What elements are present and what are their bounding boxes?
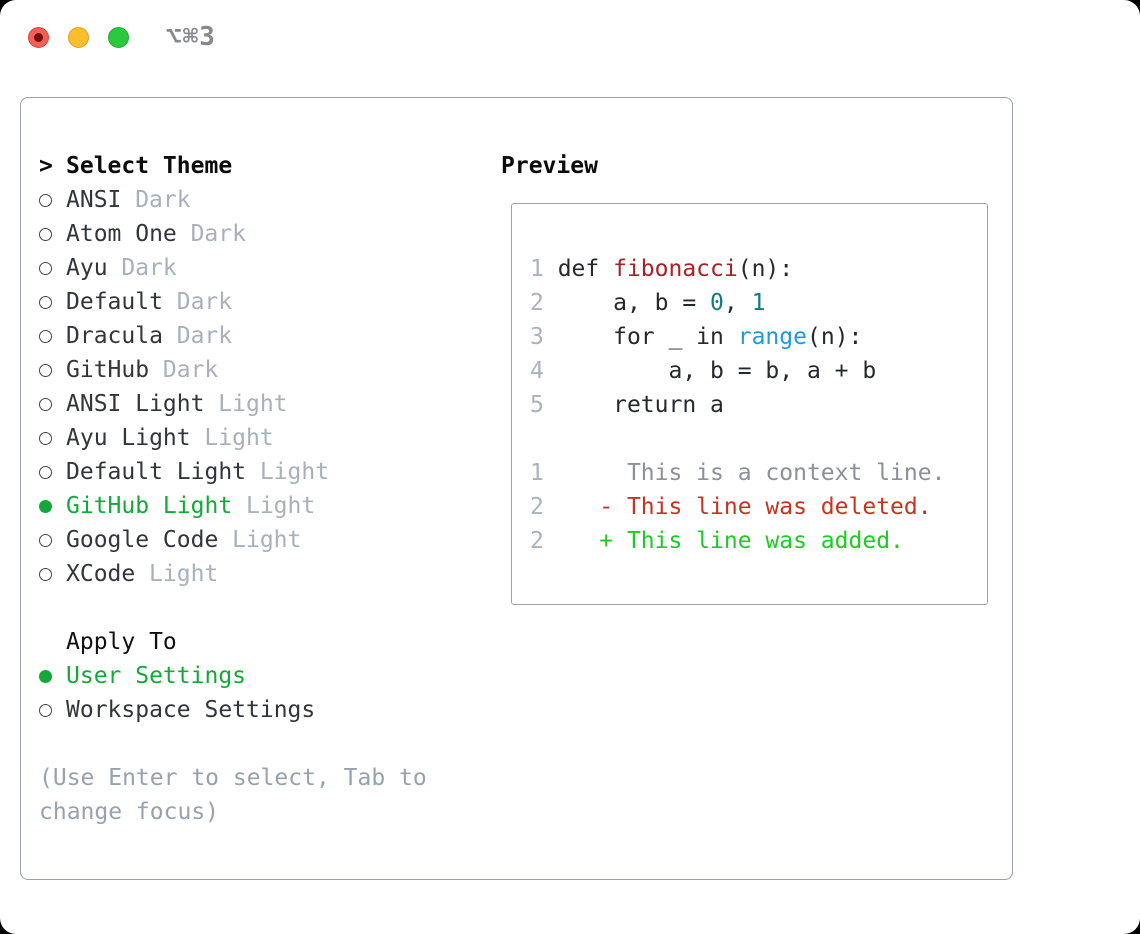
theme-item-xcode[interactable]: XCode Light <box>39 557 469 591</box>
item-variant-label: Light <box>149 561 219 587</box>
item-variant-label: Dark <box>121 255 177 281</box>
radio-icon <box>39 567 66 581</box>
unsaved-changes-dot <box>34 33 43 42</box>
code-line: 3 for _ in range(n): <box>530 324 863 350</box>
item-label: ANSI Light <box>66 391 205 417</box>
item-variant-label: Light <box>232 527 302 553</box>
item-variant-label: Light <box>245 493 316 519</box>
radio-icon <box>39 227 66 241</box>
radio-selected-icon <box>39 499 66 513</box>
select-theme-header: > Select Theme <box>39 149 469 183</box>
preview-box: 1 def fibonacci(n): 2 a, b = 0, 1 3 for _ … <box>511 203 988 605</box>
theme-item-github-light[interactable]: GitHub Light Light <box>39 489 469 523</box>
item-label: Dracula <box>66 323 163 349</box>
theme-item-github[interactable]: GitHub Dark <box>39 353 469 387</box>
item-label: Workspace Settings <box>66 697 316 723</box>
code-preview: 1 def fibonacci(n): 2 a, b = 0, 1 3 for _ … <box>530 252 987 558</box>
window-title: ⌥⌘3 <box>166 22 216 52</box>
item-variant-label: Light <box>204 425 274 451</box>
code-line: 2 + This line was added. <box>530 528 904 554</box>
item-variant-label: Dark <box>176 289 233 315</box>
code-line: 1 This is a context line. <box>530 460 946 486</box>
item-label: Google Code <box>66 527 219 553</box>
code-line: 2 a, b = 0, 1 <box>530 290 766 316</box>
item-label: GitHub <box>66 357 150 383</box>
theme-item-ayu[interactable]: Ayu Dark <box>39 251 469 285</box>
radio-icon <box>39 261 66 275</box>
radio-icon <box>39 703 66 717</box>
item-label: Atom One <box>66 221 177 247</box>
zoom-button[interactable] <box>108 27 129 48</box>
hint-text: (Use Enter to select, Tab to change focu… <box>39 765 427 825</box>
item-variant-label: Light <box>259 459 330 485</box>
select-theme-label: Select Theme <box>66 153 233 179</box>
radio-icon <box>39 193 66 207</box>
radio-icon <box>39 295 66 309</box>
radio-icon <box>39 397 66 411</box>
radio-icon <box>39 533 66 547</box>
item-label: Default Light <box>66 459 247 485</box>
item-label: ANSI <box>66 187 122 213</box>
apply-option-workspace-settings[interactable]: Workspace Settings <box>39 693 469 727</box>
item-label: User Settings <box>66 663 247 689</box>
item-variant-label: Dark <box>176 323 233 349</box>
theme-item-google-code[interactable]: Google Code Light <box>39 523 469 557</box>
theme-item-ayu-light[interactable]: Ayu Light Light <box>39 421 469 455</box>
spacer <box>39 727 469 761</box>
apply-to-header: Apply To <box>39 625 469 659</box>
item-label: Ayu Light <box>66 425 191 451</box>
theme-item-atom-one[interactable]: Atom One Dark <box>39 217 469 251</box>
radio-icon <box>39 363 66 377</box>
theme-item-default[interactable]: Default Dark <box>39 285 469 319</box>
item-variant-label: Dark <box>162 357 219 383</box>
item-variant-label: Dark <box>135 187 191 213</box>
item-label: GitHub Light <box>66 493 233 519</box>
spacer <box>39 591 469 625</box>
close-button[interactable] <box>28 27 49 48</box>
item-label: XCode <box>66 561 136 587</box>
apply-option-user-settings[interactable]: User Settings <box>39 659 469 693</box>
theme-item-dracula[interactable]: Dracula Dark <box>39 319 469 353</box>
code-line: 1 def fibonacci(n): <box>530 256 794 282</box>
minimize-button[interactable] <box>68 27 89 48</box>
code-line: 2 - This line was deleted. <box>530 494 932 520</box>
radio-icon <box>39 329 66 343</box>
item-variant-label: Light <box>218 391 288 417</box>
code-line: 4 a, b = b, a + b <box>530 358 877 384</box>
preview-title: Preview <box>501 153 598 179</box>
item-label: Default <box>66 289 163 315</box>
radio-icon <box>39 431 66 445</box>
radio-selected-icon <box>39 669 66 683</box>
code-line: 5 return a <box>530 392 724 418</box>
titlebar: ⌥⌘3 <box>0 0 1140 76</box>
item-label: Ayu <box>66 255 108 281</box>
theme-item-ansi-light[interactable]: ANSI Light Light <box>39 387 469 421</box>
theme-item-ansi[interactable]: ANSI Dark <box>39 183 469 217</box>
code-line <box>530 422 987 456</box>
caret-icon: > <box>39 153 53 179</box>
item-variant-label: Dark <box>190 221 246 247</box>
apply-to-label: Apply To <box>66 629 177 655</box>
theme-item-default-light[interactable]: Default Light Light <box>39 455 469 489</box>
radio-icon <box>39 465 66 479</box>
